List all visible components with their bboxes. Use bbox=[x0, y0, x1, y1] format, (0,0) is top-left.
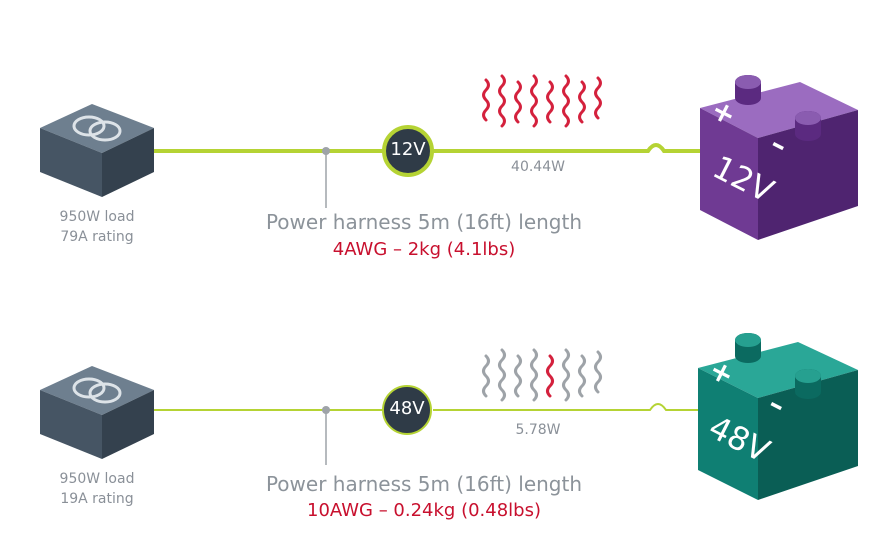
wire-spec-48v: 10AWG – 0.24kg (0.48lbs) bbox=[307, 500, 541, 521]
voltage-badge-12v bbox=[382, 125, 434, 177]
load-rating-line2: 19A rating bbox=[60, 491, 134, 507]
power-loss-48v: 5.78W bbox=[515, 422, 561, 438]
battery-12v-icon bbox=[700, 75, 858, 240]
heat-waves-grey-icon bbox=[482, 348, 602, 402]
row-12v bbox=[40, 74, 858, 240]
voltage-badge-48v bbox=[382, 385, 432, 435]
harness-tap-dot-12v bbox=[322, 147, 330, 155]
load-module-icon-12v bbox=[40, 104, 154, 197]
heat-waves-red-icon bbox=[482, 74, 602, 128]
harness-tap-dot-48v bbox=[322, 406, 330, 414]
load-rating-line2: 79A rating bbox=[60, 229, 134, 245]
load-label-48v: 950W load 19A rating bbox=[37, 469, 157, 509]
wire-spec-12v: 4AWG – 2kg (4.1lbs) bbox=[332, 239, 516, 260]
battery-48v-icon bbox=[698, 333, 858, 500]
power-wire-48v bbox=[150, 403, 720, 411]
load-rating-line1: 950W load bbox=[59, 209, 135, 225]
power-loss-12v: 40.44W bbox=[511, 159, 565, 175]
power-wire-12v bbox=[150, 143, 720, 153]
load-module-icon-48v bbox=[40, 366, 154, 459]
voltage-badge-text-48v: 48V bbox=[389, 398, 425, 419]
load-label-12v: 950W load 79A rating bbox=[37, 207, 157, 247]
voltage-badge-text-12v: 12V bbox=[390, 139, 426, 160]
harness-label-12v: Power harness 5m (16ft) length bbox=[265, 210, 583, 234]
load-rating-line1: 950W load bbox=[59, 471, 135, 487]
row-48v bbox=[40, 333, 858, 500]
harness-label-48v: Power harness 5m (16ft) length bbox=[265, 472, 583, 496]
